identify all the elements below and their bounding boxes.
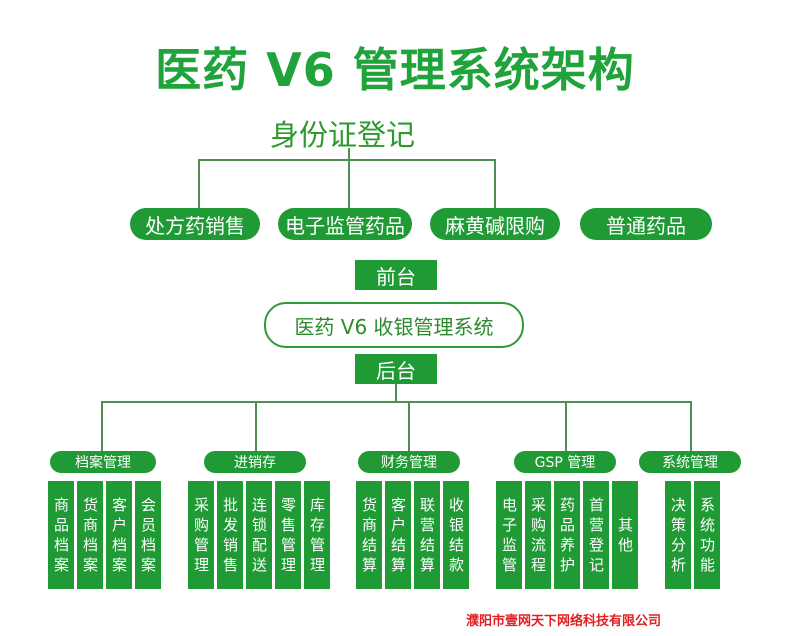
module-inventory-management: 库存管理 [304, 481, 330, 589]
connector [565, 401, 567, 451]
category-ordinary-drugs: 普通药品 [580, 208, 712, 240]
group-finance-management: 财务管理 [358, 451, 460, 473]
group-archive-management: 档案管理 [50, 451, 156, 473]
category-prescription-sales: 处方药销售 [130, 208, 260, 240]
module-system-functions: 系统功能 [694, 481, 720, 589]
connector [494, 159, 496, 209]
group-system-management: 系统管理 [639, 451, 741, 473]
group-gsp-management: GSP 管理 [514, 451, 616, 473]
module-customer-settlement: 客户结算 [385, 481, 411, 589]
connector [395, 384, 397, 402]
system-name-box: 医药 V6 收银管理系统 [264, 302, 524, 348]
module-chain-distribution: 连锁配送 [246, 481, 272, 589]
module-cashier-settlement: 收银结款 [443, 481, 469, 589]
module-member-archive: 会员档案 [135, 481, 161, 589]
back-label: 后台 [355, 354, 437, 384]
module-supplier-archive: 货商档案 [77, 481, 103, 589]
module-product-archive: 商品档案 [48, 481, 74, 589]
registration-label: 身份证登记 [270, 118, 416, 152]
connector [348, 148, 350, 160]
module-purchase-process: 采购流程 [525, 481, 551, 589]
module-joint-settlement: 联营结算 [414, 481, 440, 589]
company-footer: 濮阳市壹网天下网络科技有限公司 [466, 614, 662, 629]
module-e-supervision: 电子监管 [496, 481, 522, 589]
connector [198, 159, 200, 209]
module-supplier-settlement: 货商结算 [356, 481, 382, 589]
diagram-title: 医药 V6 管理系统架构 [155, 43, 635, 97]
connector [348, 159, 350, 209]
connector [101, 401, 691, 403]
module-other: 其他 [612, 481, 638, 589]
module-wholesale: 批发销售 [217, 481, 243, 589]
connector [408, 401, 410, 451]
front-label: 前台 [355, 260, 437, 290]
category-e-supervision-drugs: 电子监管药品 [278, 208, 412, 240]
module-retail-management: 零售管理 [275, 481, 301, 589]
connector [690, 401, 692, 451]
module-customer-archive: 客户档案 [106, 481, 132, 589]
module-purchase-management: 采购管理 [188, 481, 214, 589]
connector [255, 401, 257, 451]
connector [198, 159, 495, 161]
module-decision-analysis: 决策分析 [665, 481, 691, 589]
category-ephedrine-limit: 麻黄碱限购 [430, 208, 560, 240]
connector [101, 401, 103, 451]
module-drug-maintenance: 药品养护 [554, 481, 580, 589]
group-purchase-sales-inventory: 进销存 [204, 451, 306, 473]
module-first-registration: 首营登记 [583, 481, 609, 589]
